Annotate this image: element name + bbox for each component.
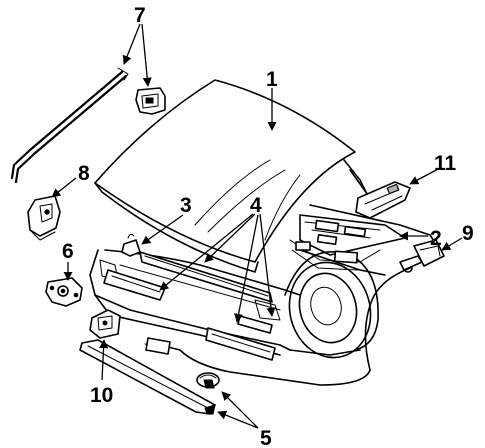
callout-4: 4 [250,194,262,217]
callout-3: 3 [180,194,192,217]
callout-5: 5 [260,427,272,448]
callout-9: 9 [462,222,474,245]
hood-seal-strip [79,339,216,415]
callout-11: 11 [434,152,457,175]
hood-hinge-bracket [27,195,61,241]
leader-lines [51,23,463,429]
vehicle-body [89,154,441,359]
hood-hinge [89,309,121,339]
callout-8: 8 [78,162,90,185]
hood-lock-bracket [355,181,411,219]
callout-6: 6 [62,240,74,263]
hood-release-cable [144,255,423,386]
callout-7: 7 [134,4,146,27]
grille-moldings [103,251,276,361]
radiator-support-panel [289,214,406,271]
hood-panel [94,79,356,273]
callout-1: 1 [266,68,278,91]
release-handle [413,239,445,267]
callout-2: 2 [430,227,442,250]
hood-striker [121,233,141,257]
prop-rod-clip [135,87,166,115]
hood-prop-rod [10,67,129,184]
callout-10: 10 [90,384,113,407]
hood-bumper-stop [196,372,220,389]
hood-latch [45,277,83,307]
